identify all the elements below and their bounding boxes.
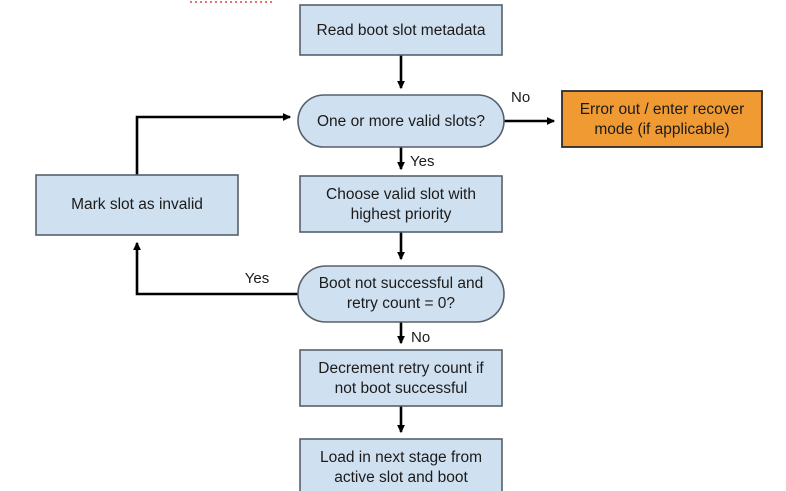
node-boot-not-successful-retry-count-zero[interactable]: Boot not successful and retry count = 0? <box>297 265 505 323</box>
edge-labels-layer: No Yes Yes No <box>245 89 530 346</box>
red-dotted-artifact <box>190 1 272 3</box>
node-label-one-or-more-valid-slots: One or more valid slots? <box>317 113 485 130</box>
node-error-out-enter-recover-mode[interactable]: Error out / enter recover mode (if appli… <box>561 90 763 148</box>
node-read-boot-slot-metadata[interactable]: Read boot slot metadata <box>299 4 503 56</box>
node-label-load-next-stage-line2: active slot and boot <box>334 469 468 486</box>
node-label-choose-valid-slot-line1: Choose valid slot with <box>326 186 476 203</box>
node-decrement-retry-count[interactable]: Decrement retry count if not boot succes… <box>299 349 503 407</box>
node-one-or-more-valid-slots[interactable]: One or more valid slots? <box>297 94 505 148</box>
edge-label-yes-valid-slots: Yes <box>410 153 434 170</box>
node-label-read-boot-slot-metadata: Read boot slot metadata <box>317 22 486 39</box>
edge-label-yes-retry-loop: Yes <box>245 270 269 287</box>
edge-label-no-valid-slots: No <box>511 89 530 106</box>
node-label-error-out-line1: Error out / enter recover <box>580 101 745 118</box>
node-mark-slot-as-invalid[interactable]: Mark slot as invalid <box>35 174 239 236</box>
node-label-boot-check-line2: retry count = 0? <box>347 295 456 312</box>
node-label-mark-slot-as-invalid: Mark slot as invalid <box>71 196 203 213</box>
node-load-next-stage-and-boot[interactable]: Load in next stage from active slot and … <box>299 438 503 491</box>
node-label-load-next-stage-line1: Load in next stage from <box>320 449 482 466</box>
nodes-layer: Read boot slot metadata One or more vali… <box>35 4 763 491</box>
node-label-error-out-line2: mode (if applicable) <box>594 121 729 138</box>
edge-mark-invalid-to-valid-slots <box>135 113 292 175</box>
node-label-boot-check-line1: Boot not successful and <box>319 275 484 292</box>
edge-label-no-retry-loop: No <box>411 329 430 346</box>
node-label-choose-valid-slot-line2: highest priority <box>351 206 452 223</box>
node-label-decrement-line2: not boot successful <box>335 380 468 397</box>
edges-layer <box>133 55 556 434</box>
node-choose-valid-slot-highest-priority[interactable]: Choose valid slot with highest priority <box>299 175 503 233</box>
edge-boot-check-to-mark-invalid <box>133 241 298 296</box>
node-label-decrement-line1: Decrement retry count if <box>318 360 484 377</box>
